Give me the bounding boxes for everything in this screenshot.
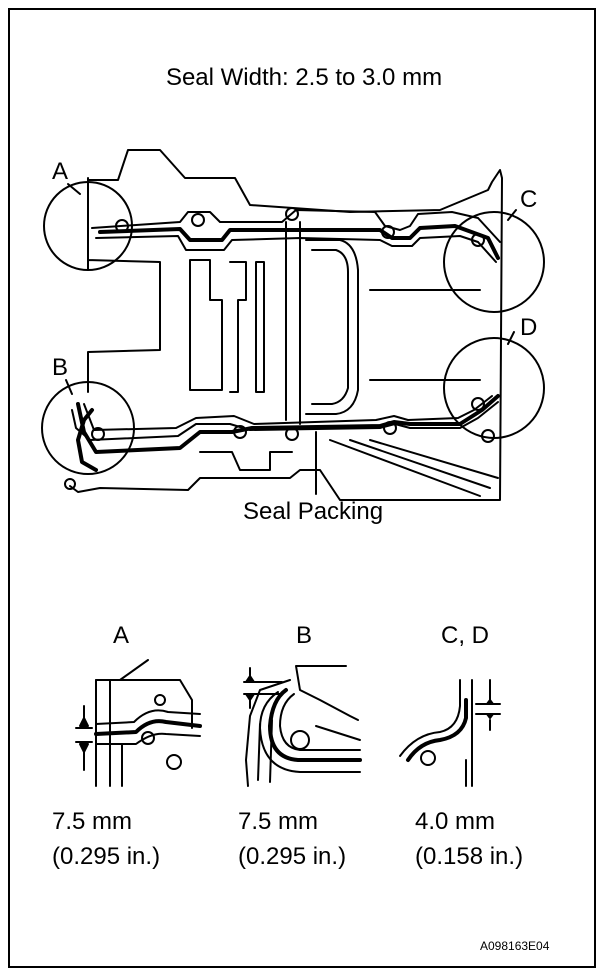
detail-b-imperial: (0.295 in.) bbox=[238, 843, 347, 870]
callout-a: A bbox=[52, 158, 69, 185]
left-pocket bbox=[189, 259, 223, 391]
seal-line-left bbox=[76, 408, 98, 472]
detail-a-imperial: (0.295 in.) bbox=[52, 843, 161, 870]
detail-b-measurement: 7.5 mm bbox=[238, 808, 319, 835]
callout-circle-a bbox=[43, 181, 133, 271]
callout-circle-c bbox=[443, 211, 545, 313]
detail-a-label: A bbox=[113, 622, 130, 649]
seal-line-top bbox=[98, 224, 500, 260]
callout-circle-b bbox=[41, 381, 135, 475]
center-rib bbox=[285, 221, 301, 425]
lower-left-boss bbox=[199, 451, 293, 471]
detail-a-drawing bbox=[75, 659, 202, 787]
lower-ribs bbox=[329, 439, 499, 497]
left-pocket-side bbox=[229, 261, 247, 393]
upper-flange-inner bbox=[95, 235, 497, 263]
bolt-holes bbox=[64, 207, 495, 490]
leader-c bbox=[507, 209, 517, 221]
detail-a-measurement: 7.5 mm bbox=[52, 808, 133, 835]
leader-d bbox=[507, 331, 515, 345]
detail-b-label: B bbox=[296, 622, 313, 649]
detail-cd-measurement: 4.0 mm bbox=[415, 808, 496, 835]
upper-flange bbox=[91, 209, 501, 243]
callout-d: D bbox=[520, 314, 538, 341]
detail-cd-label: C, D bbox=[441, 622, 489, 649]
detail-circles bbox=[41, 181, 545, 475]
center-channel-inner bbox=[311, 249, 349, 405]
center-channel bbox=[305, 239, 359, 415]
left-pocket-rib bbox=[255, 261, 265, 393]
seal-width-title: Seal Width: 2.5 to 3.0 mm bbox=[165, 64, 443, 91]
oil-pan-outline bbox=[69, 149, 503, 501]
detail-b-drawing bbox=[243, 665, 362, 787]
right-ribs bbox=[369, 289, 481, 381]
callout-b: B bbox=[52, 354, 69, 381]
leader-a bbox=[67, 183, 81, 195]
leader-b bbox=[65, 379, 73, 395]
figure-code: A098163E04 bbox=[480, 939, 550, 953]
seal-packing-label: Seal Packing bbox=[243, 498, 384, 525]
callout-c: C bbox=[520, 186, 538, 213]
detail-cd-imperial: (0.158 in.) bbox=[415, 843, 524, 870]
lower-flange-inner bbox=[83, 395, 493, 431]
detail-cd-drawing bbox=[399, 679, 501, 787]
callout-circle-d bbox=[443, 337, 545, 439]
